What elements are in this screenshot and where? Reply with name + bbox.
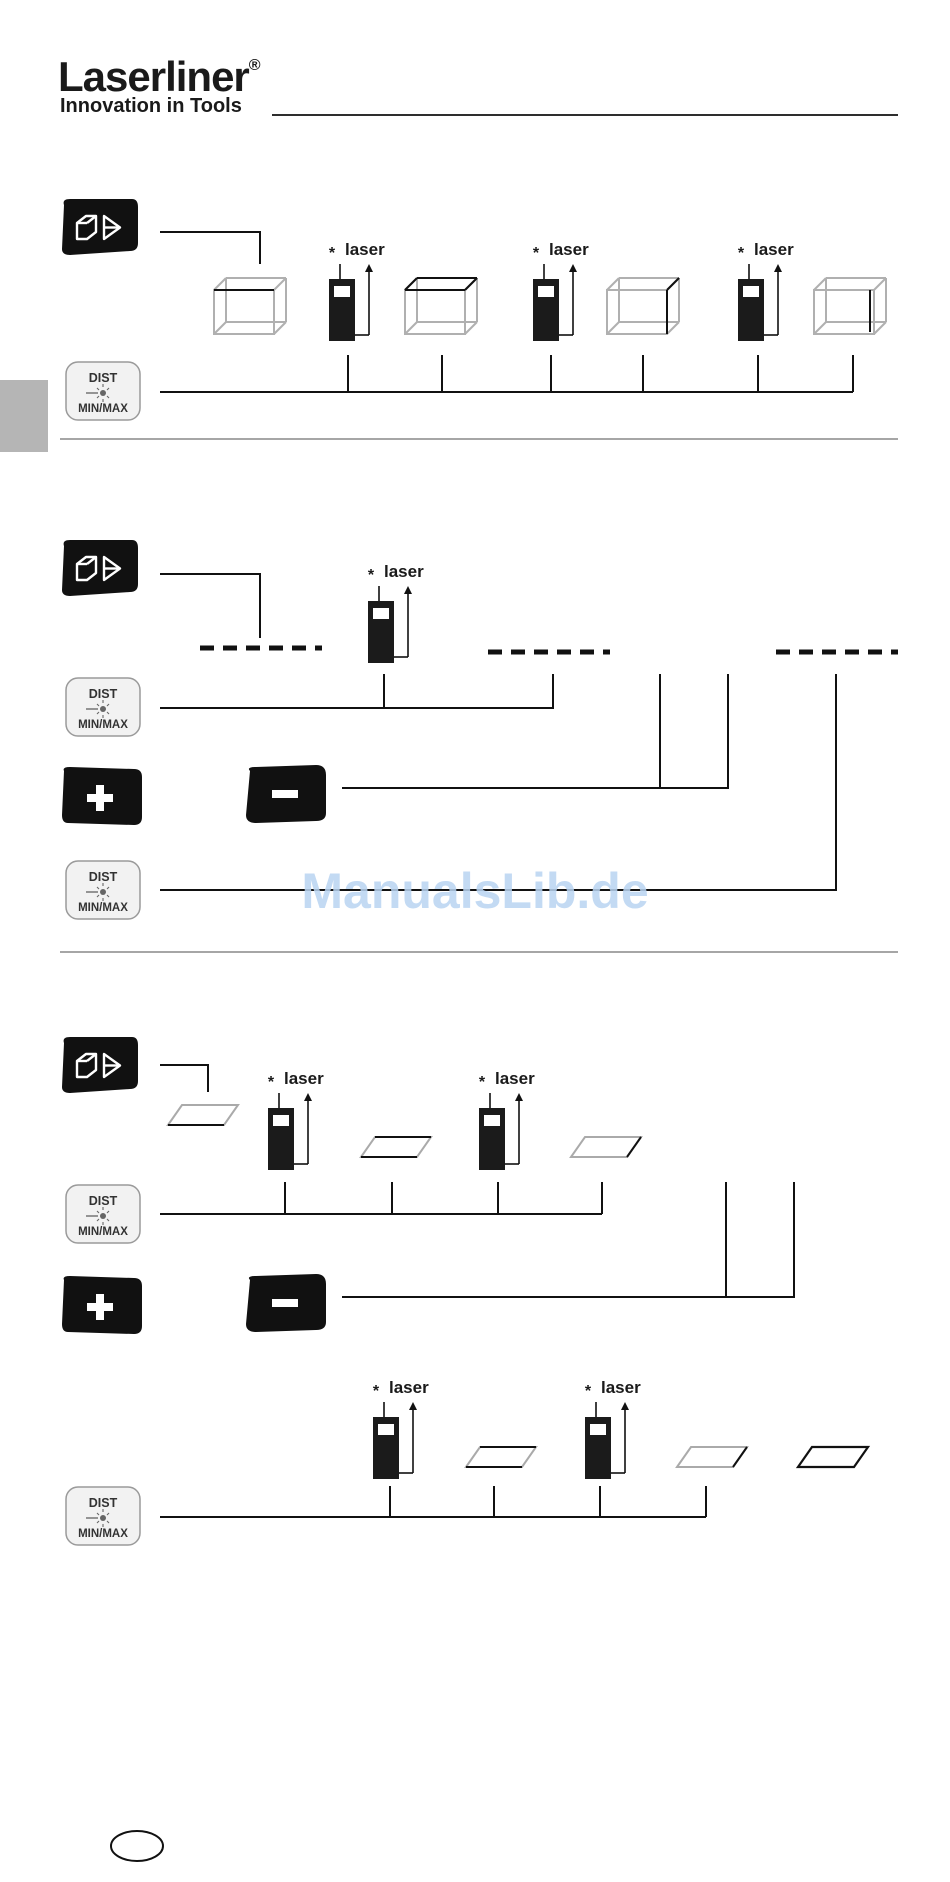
laser-device-icon: * laser [373,1378,429,1479]
laser-device-icon: * laser [479,1069,535,1170]
area-volume-mode-icon[interactable] [62,199,138,255]
language-marker-oval [111,1831,163,1861]
section-area-add-subtract: DIST MIN/MAX + − DIST MIN/MAX [62,1037,868,1545]
parallelogram-area-icon [361,1137,431,1157]
svg-text:DIST: DIST [89,687,118,701]
svg-text:*: * [585,1383,592,1400]
svg-text:laser: laser [345,240,385,259]
svg-text:*: * [738,245,745,262]
minus-button[interactable]: − [246,1274,326,1332]
plus-button[interactable]: + [62,1276,142,1334]
parallelogram-area-icon [677,1447,747,1467]
min-max-label: MIN/MAX [78,403,128,415]
svg-text:*: * [368,567,375,584]
plus-button[interactable]: + [62,767,142,825]
parallelogram-area-icon [168,1105,238,1125]
svg-text:MIN/MAX: MIN/MAX [78,902,128,914]
svg-text:*: * [268,1074,275,1091]
section-volume: DIST MIN/MAX [62,199,886,420]
laser-device-icon: * laser [329,240,385,341]
svg-text:MIN/MAX: MIN/MAX [78,1528,128,1540]
svg-text:laser: laser [495,1069,535,1088]
svg-text:MIN/MAX: MIN/MAX [78,1226,128,1238]
dist-min-max-button[interactable]: DIST MIN/MAX [66,362,140,420]
box-outline-icon [814,278,886,334]
dist-min-max-button[interactable]: DIST MIN/MAX [66,1487,140,1545]
svg-text:*: * [373,1383,380,1400]
parallelogram-area-icon [798,1447,868,1467]
svg-text:*: * [533,245,540,262]
laser-device-icon: * laser [533,240,589,341]
parallelogram-area-icon [571,1137,641,1157]
svg-text:laser: laser [284,1069,324,1088]
svg-text:laser: laser [384,562,424,581]
laser-device-icon: * laser [368,562,424,663]
dist-min-max-button[interactable]: DIST MIN/MAX [66,1185,140,1243]
box-outline-icon [214,278,286,334]
svg-text:laser: laser [601,1378,641,1397]
svg-text:DIST: DIST [89,870,118,884]
minus-button[interactable]: − [246,765,326,823]
svg-text:*: * [329,245,336,262]
svg-text:laser: laser [549,240,589,259]
box-outline-icon [405,278,477,334]
section-length-add-subtract: DIST MIN/MAX + − DIST MIN/MAX * [62,540,898,919]
svg-text:*: * [479,1074,486,1091]
dist-min-max-button[interactable]: DIST MIN/MAX [66,861,140,919]
area-volume-mode-icon[interactable] [62,540,138,596]
laser-device-icon: * laser [738,240,794,341]
svg-text:laser: laser [389,1378,429,1397]
svg-text:DIST: DIST [89,1496,118,1510]
area-volume-mode-icon[interactable] [62,1037,138,1093]
svg-text:laser: laser [754,240,794,259]
laser-device-icon: * laser [268,1069,324,1170]
dist-label: DIST [89,371,118,385]
svg-text:MIN/MAX: MIN/MAX [78,719,128,731]
dist-min-max-button[interactable]: DIST MIN/MAX [66,678,140,736]
svg-text:DIST: DIST [89,1194,118,1208]
laser-device-icon: * laser [585,1378,641,1479]
parallelogram-area-icon [466,1447,536,1467]
box-outline-icon [607,278,679,334]
